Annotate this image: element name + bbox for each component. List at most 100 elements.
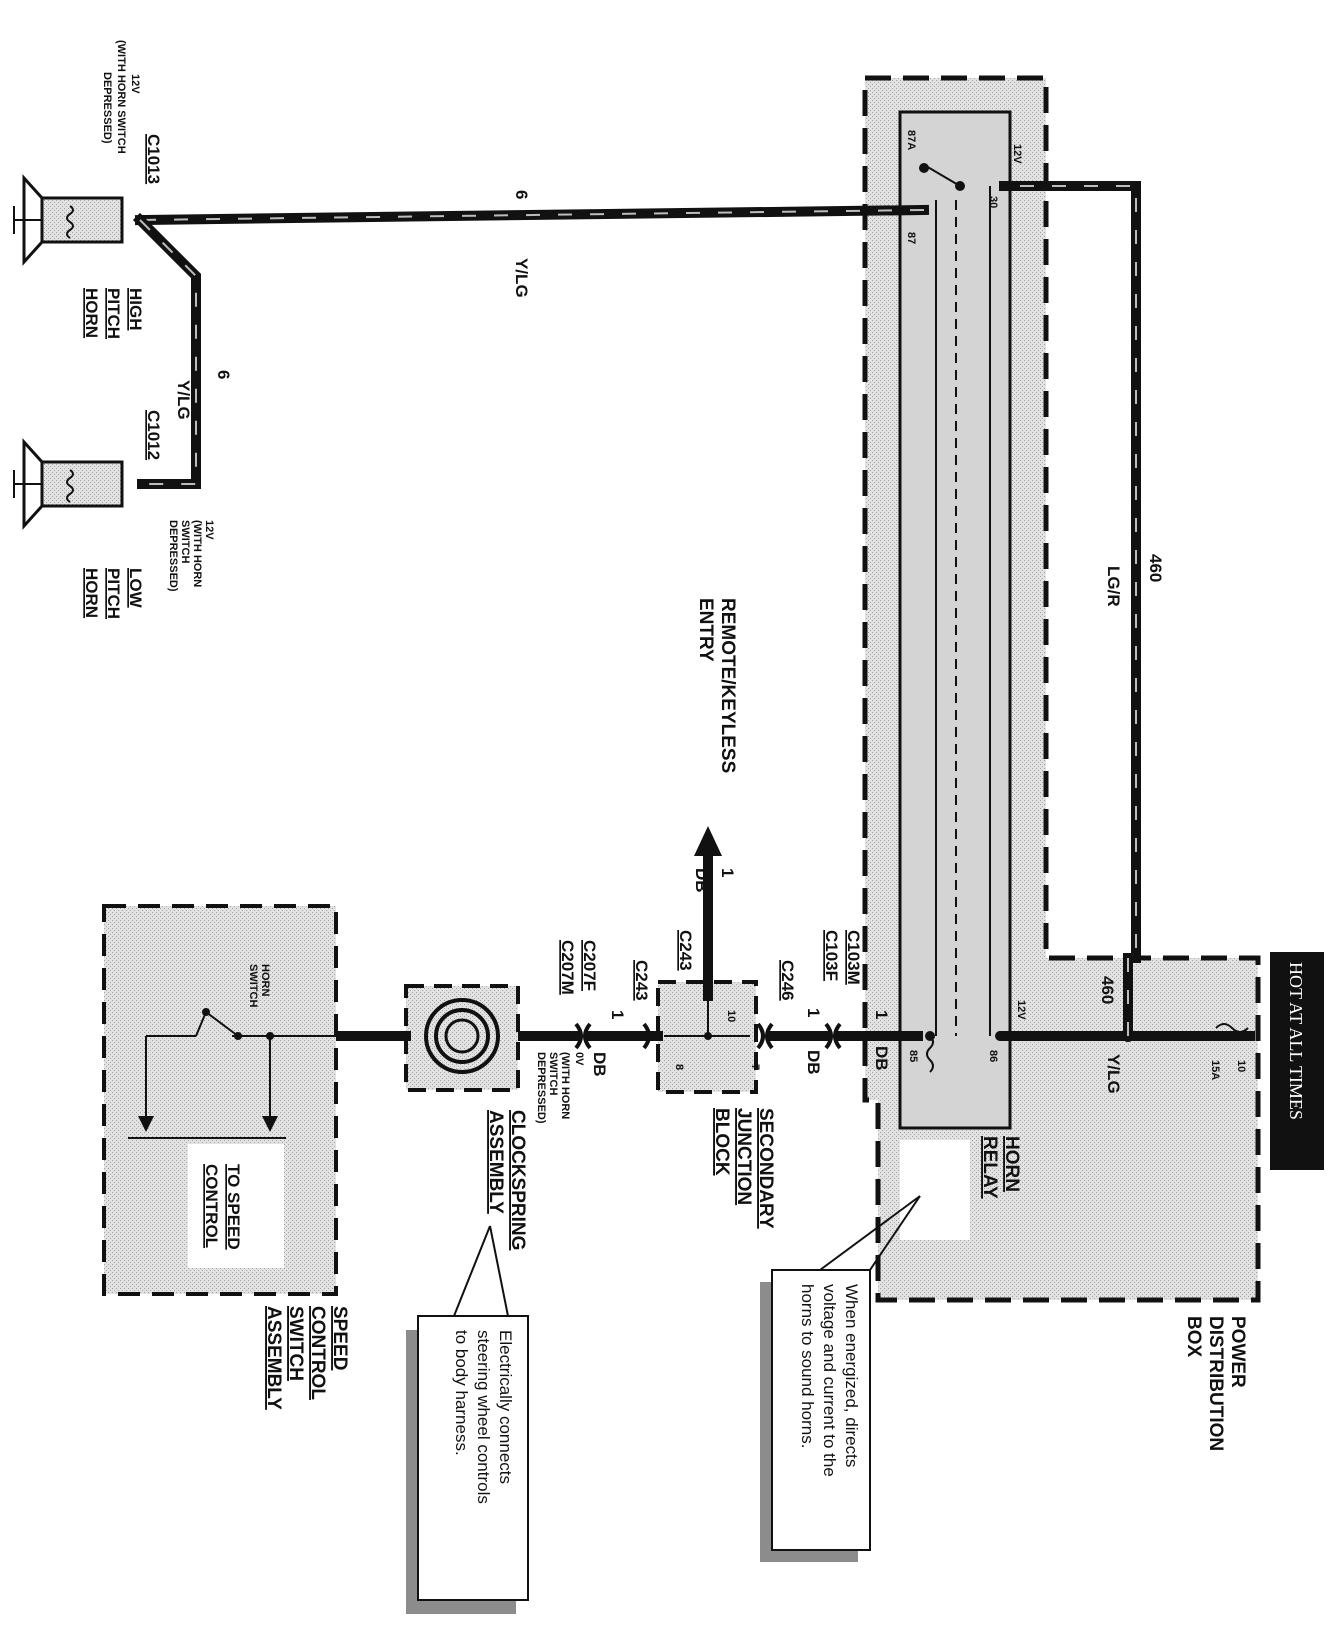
- svg-text:12V: 12V: [203, 520, 215, 540]
- c207m-label: C207M: [558, 940, 577, 995]
- wire-y-lg-label: Y/LG: [512, 258, 531, 298]
- high-pitch-horn: [13, 174, 124, 266]
- svg-text:DEPRESSED): DEPRESSED): [101, 72, 113, 144]
- wire-y-lg-label-c: Y/LG: [1104, 1054, 1123, 1094]
- c246-label: C246: [778, 960, 797, 1001]
- wire-6-label: 6: [512, 190, 531, 199]
- svg-text:voltage and current to the: voltage and current to the: [820, 1284, 839, 1477]
- svg-text:BOX: BOX: [1183, 1316, 1204, 1358]
- svg-text:ASSEMBLY: ASSEMBLY: [485, 1110, 506, 1214]
- svg-text:LOW: LOW: [126, 568, 145, 609]
- svg-text:SWITCH: SWITCH: [285, 1306, 306, 1381]
- svg-text:DB: DB: [692, 868, 711, 893]
- hot-at-all-times-label: HOT AT ALL TIMES: [1286, 962, 1306, 1120]
- svg-text:10: 10: [1235, 1060, 1247, 1072]
- relay-pin-87a: 87A: [905, 130, 917, 150]
- svg-text:to body harness.: to body harness.: [452, 1330, 471, 1456]
- svg-text:15A: 15A: [1209, 1060, 1221, 1080]
- svg-text:HORN: HORN: [1001, 1136, 1022, 1192]
- svg-text:SWITCH: SWITCH: [179, 520, 191, 563]
- svg-text:1: 1: [718, 868, 737, 877]
- high-pitch-horn-title: HIGH PITCH HORN: [82, 288, 145, 339]
- svg-text:DISTRIBUTION: DISTRIBUTION: [1205, 1316, 1226, 1451]
- remote-keyless-entry-arrow: [694, 826, 722, 856]
- svg-text:(WITH HORN: (WITH HORN: [559, 1052, 571, 1119]
- svg-text:horns to sound horns.: horns to sound horns.: [798, 1284, 817, 1448]
- svg-text:ENTRY: ENTRY: [695, 598, 716, 662]
- svg-text:steering wheel controls: steering wheel controls: [474, 1330, 493, 1504]
- svg-text:CLOCKSPRING: CLOCKSPRING: [507, 1110, 528, 1250]
- c1012-label: C1012: [144, 410, 163, 460]
- horn-relay-title: HORN RELAY: [979, 1136, 1022, 1199]
- svg-text:1: 1: [872, 1010, 891, 1019]
- low-pitch-horn: [13, 438, 124, 530]
- svg-text:HORN: HORN: [259, 964, 271, 996]
- horn-switch-label: HORN SWITCH: [247, 964, 271, 1007]
- c207f-label: C207F: [580, 940, 599, 991]
- svg-text:0V: 0V: [573, 1052, 585, 1066]
- wire-6-label-b: 6: [214, 370, 233, 379]
- relay-pin-86: 86: [987, 1050, 999, 1062]
- relay-pin-30: 30: [987, 196, 999, 208]
- relay-volt-top: 12V: [1011, 144, 1023, 164]
- c1013-label: C1013: [144, 134, 163, 184]
- svg-text:HORN: HORN: [82, 288, 101, 338]
- svg-text:ASSEMBLY: ASSEMBLY: [263, 1306, 284, 1410]
- svg-text:(WITH HORN: (WITH HORN: [191, 520, 203, 587]
- svg-text:SECONDARY: SECONDARY: [755, 1108, 776, 1229]
- svg-text:CONTROL: CONTROL: [202, 1164, 221, 1248]
- low-pitch-horn-title: LOW PITCH HORN: [82, 568, 145, 619]
- secondary-junction-block-title: SECONDARY JUNCTION BLOCK: [711, 1108, 776, 1229]
- c243-label-b: C243: [632, 960, 651, 1001]
- svg-text:(WITH HORN SWITCH: (WITH HORN SWITCH: [115, 40, 127, 154]
- high-pitch-horn-note: 12V (WITH HORN SWITCH DEPRESSED): [101, 40, 141, 154]
- svg-text:DB: DB: [804, 1050, 823, 1075]
- to-speed-control-label: TO SPEED CONTROL: [202, 1164, 243, 1250]
- svg-text:8: 8: [673, 1064, 685, 1070]
- svg-text:CONTROL: CONTROL: [307, 1306, 328, 1400]
- svg-text:1: 1: [804, 1008, 823, 1017]
- wire-y-lg-label-b: Y/LG: [174, 380, 193, 420]
- svg-text:Electrically connects: Electrically connects: [496, 1330, 515, 1484]
- relay-pin-87: 87: [905, 232, 917, 244]
- horn-relay-box: [898, 110, 1012, 1130]
- svg-text:SWITCH: SWITCH: [547, 1052, 559, 1095]
- relay-pin-85: 85: [907, 1050, 919, 1062]
- hot-at-all-times-badge: [1270, 952, 1324, 1170]
- c243-label-a: C243: [676, 930, 695, 971]
- svg-text:PITCH: PITCH: [104, 288, 123, 339]
- relay-note-callout: When energized, directs voltage and curr…: [760, 1195, 921, 1562]
- svg-text:REMOTE/KEYLESS: REMOTE/KEYLESS: [717, 598, 738, 773]
- svg-text:POWER: POWER: [1227, 1316, 1248, 1388]
- svg-text:SPEED: SPEED: [329, 1306, 350, 1370]
- speed-control-switch-title: SPEED CONTROL SWITCH ASSEMBLY: [263, 1306, 350, 1410]
- svg-text:DB: DB: [872, 1046, 891, 1071]
- clockspring-note-callout: Electrically connects steering wheel con…: [406, 1225, 529, 1614]
- svg-text:1: 1: [608, 1010, 627, 1019]
- clockspring-title: CLOCKSPRING ASSEMBLY: [485, 1110, 528, 1250]
- svg-text:BLOCK: BLOCK: [711, 1108, 732, 1176]
- svg-text:DEPRESSED): DEPRESSED): [167, 520, 179, 592]
- low-pitch-horn-note: 12V (WITH HORN SWITCH DEPRESSED): [167, 520, 215, 592]
- wire-460-label-b: 460: [1098, 976, 1117, 1004]
- svg-text:12V: 12V: [129, 74, 141, 94]
- remote-keyless-entry-label: REMOTE/KEYLESS ENTRY: [695, 598, 738, 773]
- svg-text:RELAY: RELAY: [979, 1136, 1000, 1199]
- relay-volt-bottom: 12V: [1015, 1000, 1027, 1020]
- svg-text:PITCH: PITCH: [104, 568, 123, 619]
- svg-text:SWITCH: SWITCH: [247, 964, 259, 1007]
- wire-460-label: 460: [1146, 554, 1165, 582]
- svg-text:DEPRESSED): DEPRESSED): [535, 1052, 547, 1124]
- svg-text:HORN: HORN: [82, 568, 101, 618]
- svg-text:10: 10: [725, 1010, 737, 1022]
- wire-lg-r-label: LG/R: [1104, 566, 1123, 607]
- c103m-label: C103M: [844, 930, 863, 985]
- svg-text:TO SPEED: TO SPEED: [224, 1164, 243, 1250]
- power-distribution-box-title: POWER DISTRIBUTION BOX: [1183, 1316, 1248, 1451]
- svg-text:JUNCTION: JUNCTION: [733, 1108, 754, 1205]
- db-voltage-note: 0V (WITH HORN SWITCH DEPRESSED): [535, 1052, 585, 1124]
- svg-text:DB: DB: [590, 1052, 609, 1077]
- svg-text:7: 7: [749, 1064, 761, 1070]
